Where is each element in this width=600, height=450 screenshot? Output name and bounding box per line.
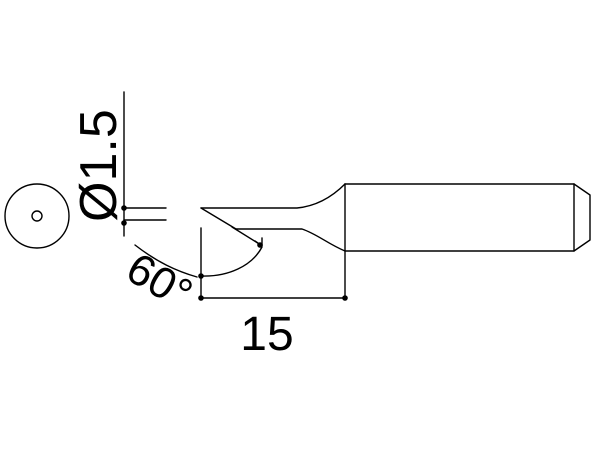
angle-dimension — [134, 226, 263, 299]
angle-arc-outer — [134, 244, 198, 278]
angle-label: 60° — [118, 244, 200, 320]
angle-dot-vertex — [198, 273, 204, 279]
diameter-dimension — [123, 91, 167, 237]
angle-dot-bevel — [257, 242, 263, 248]
diameter-dot-bottom — [121, 220, 127, 226]
tip-top-edge — [200, 183, 346, 209]
diameter-dot-top — [121, 205, 127, 211]
length-label: 15 — [240, 308, 293, 361]
diameter-label: Ø1.5 — [70, 109, 128, 222]
tip-bevel-edge — [200, 207, 237, 230]
tip-bottom-edge — [235, 228, 346, 252]
end-view-outer-circle — [4, 183, 70, 249]
end-view-inner-circle — [31, 210, 43, 222]
end-view — [4, 183, 70, 249]
length-dot-left — [198, 295, 204, 301]
shank-body — [344, 183, 591, 252]
angle-arc-inner — [200, 246, 263, 277]
length-dimension — [200, 250, 346, 299]
tip-outline — [200, 183, 591, 252]
length-dot-right — [342, 295, 348, 301]
